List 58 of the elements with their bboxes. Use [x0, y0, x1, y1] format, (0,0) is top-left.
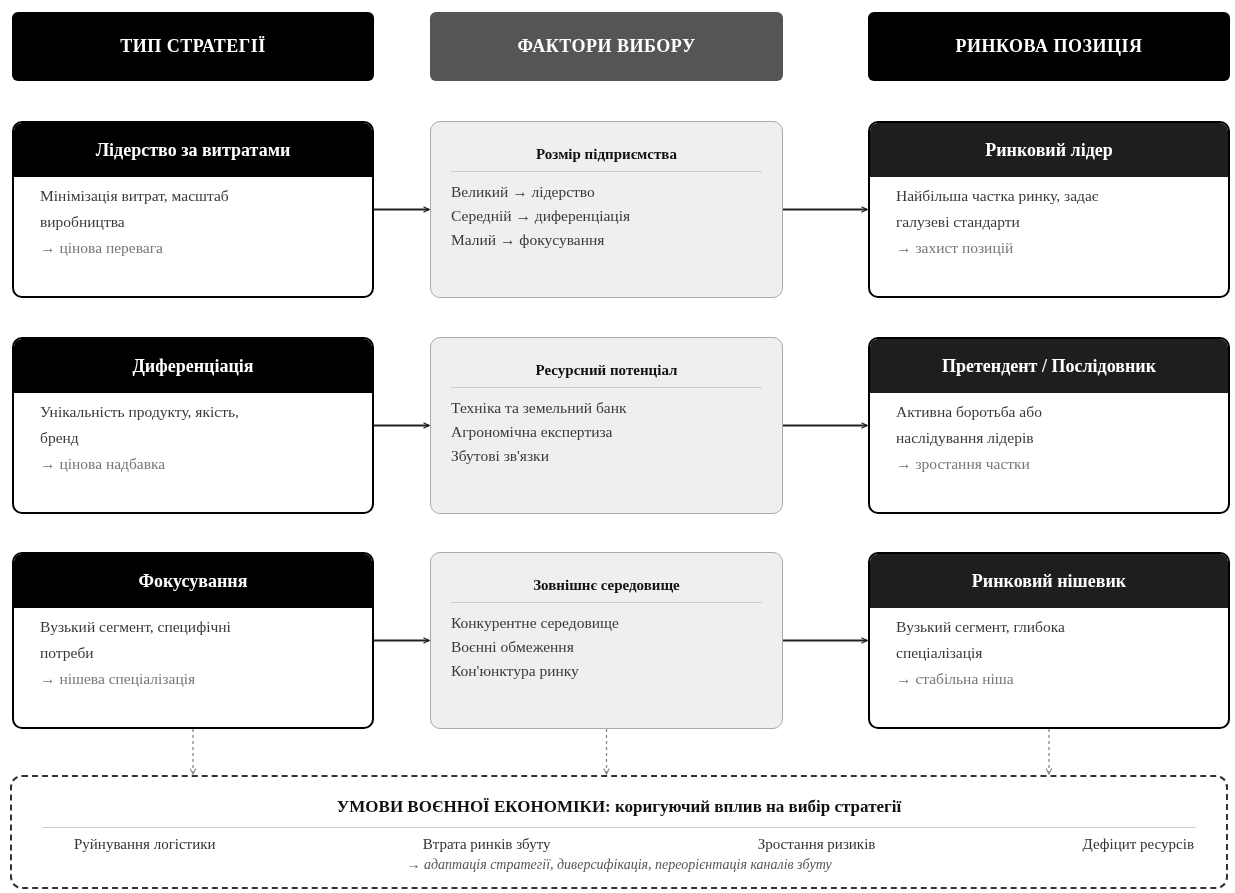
- description-text: Мінімізація витрат, масштаб виробництва: [40, 186, 230, 232]
- column-header: ТИП СТРАТЕГІЇ: [12, 12, 374, 81]
- arrow: [373, 206, 430, 213]
- factor-title: Розмір підприємства: [535, 146, 678, 163]
- strategy-card: [868, 337, 1230, 514]
- card-title: Фокусування: [14, 554, 372, 608]
- factor-item: Техніка та земельний банк: [451, 398, 628, 418]
- arrow: [782, 637, 868, 644]
- factor-title: Ресурсний потенціал: [534, 362, 679, 379]
- arrow: [782, 422, 868, 429]
- arrow: [1045, 728, 1053, 775]
- outcome-text: → зростання частки: [896, 454, 1031, 474]
- card-title: Диференціація: [14, 339, 372, 393]
- condition-item: Втрата ринків збуту: [422, 836, 551, 853]
- factor-item: Малий → фокусування: [451, 230, 606, 250]
- panel-title: УМОВИ ВОЄННОЇ ЕКОНОМІКИ: коригуючий вплив на вибір стратегії: [335, 797, 903, 817]
- arrow: [189, 728, 197, 775]
- strategy-card: [868, 121, 1230, 298]
- outcome-text: → захист позицій: [896, 238, 1015, 258]
- factor-item: Збутові зв'язки: [451, 446, 550, 466]
- card-title: Ринковий лідер: [870, 123, 1228, 177]
- factor-card: [430, 121, 783, 298]
- condition-item: Дефіцит ресурсів: [1082, 836, 1194, 853]
- arrow: [603, 728, 610, 775]
- card-title: Лідерство за витратами: [14, 123, 372, 177]
- factor-item: Кон'юнктура ринку: [451, 661, 580, 681]
- outcome-text: → стабільна ніша: [896, 669, 1015, 689]
- factor-item: Агрономічна експертиза: [451, 422, 614, 442]
- strategy-card: [868, 552, 1230, 729]
- description-text: Унікальність продукту, якість, бренд: [40, 402, 240, 448]
- description-text: Вузький сегмент, глибока спеціалізація: [896, 617, 1066, 663]
- strategy-card: [12, 337, 374, 514]
- conditions-panel: [10, 775, 1228, 889]
- arrow: [373, 422, 430, 429]
- description-text: Найбільша частка ринку, задає галузеві стандарти: [896, 186, 1100, 232]
- factor-title: Зовнішнє середовище: [532, 577, 681, 594]
- factor-item: Воєнні обмеження: [451, 637, 575, 657]
- factor-item: Великий → лідерство: [451, 182, 596, 202]
- factor-card: [430, 337, 783, 514]
- outcome-text: → нішева спеціалізація: [40, 669, 197, 689]
- condition-item: Руйнування логістики: [74, 836, 216, 853]
- description-text: Вузький сегмент, специфічні потреби: [40, 617, 232, 663]
- condition-item: Зростання ризиків: [757, 836, 876, 853]
- factor-item: Конкурентне середовище: [451, 613, 620, 633]
- description-text: Активна боротьба або наслідування лідерів: [896, 402, 1043, 448]
- column-header: РИНКОВА ПОЗИЦІЯ: [868, 12, 1230, 81]
- note-text: → адаптація стратегії, диверсифікація, переорієнтація каналів збуту: [405, 857, 833, 873]
- card-title: Ринковий нішевик: [870, 554, 1228, 608]
- factor-card: [430, 552, 783, 729]
- strategy-card: [12, 552, 374, 729]
- arrow: [782, 206, 868, 213]
- arrow: [373, 637, 430, 644]
- outcome-text: → цінова надбавка: [40, 454, 167, 474]
- column-header: ФАКТОРИ ВИБОРУ: [430, 12, 783, 81]
- strategy-card: [12, 121, 374, 298]
- factor-item: Середній → диференціація: [451, 206, 632, 226]
- card-title: Претендент / Послідовник: [870, 339, 1228, 393]
- outcome-text: → цінова перевага: [40, 238, 164, 258]
